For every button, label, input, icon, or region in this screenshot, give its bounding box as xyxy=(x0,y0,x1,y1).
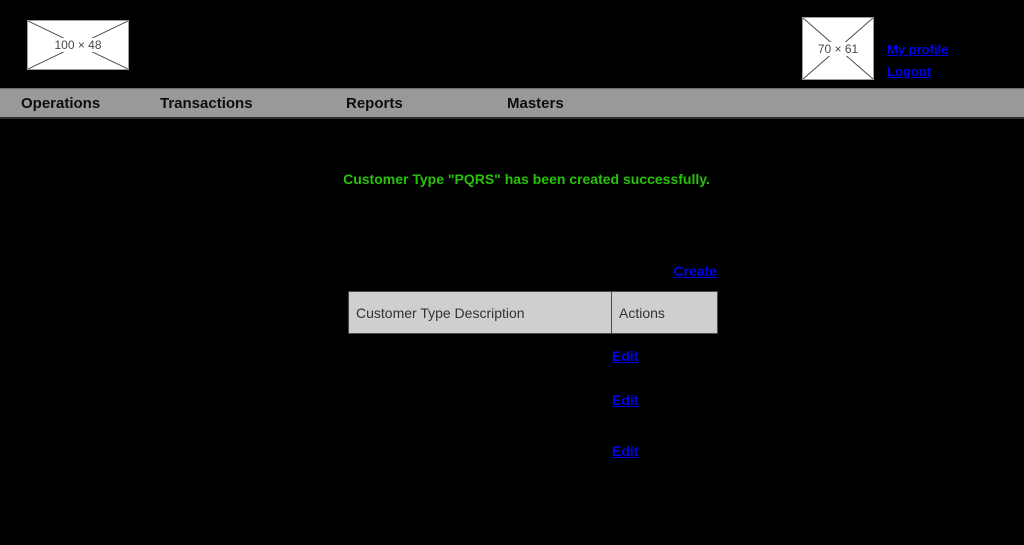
row-description xyxy=(348,421,612,482)
edit-link[interactable]: Edit xyxy=(612,391,639,408)
edit-link[interactable]: Edit xyxy=(612,347,639,364)
column-header-description: Customer Type Description xyxy=(348,291,612,334)
row-actions-cell: Edit xyxy=(611,333,718,380)
row-description xyxy=(348,333,612,380)
row-actions-cell: Edit xyxy=(611,379,718,422)
logo-image-placeholder: 100 × 48 xyxy=(27,20,129,70)
create-link[interactable]: Create xyxy=(673,263,717,279)
logo-placeholder-label: 100 × 48 xyxy=(52,38,104,52)
edit-link[interactable]: Edit xyxy=(612,442,639,459)
table-header-row: Customer Type Description Actions xyxy=(348,291,718,334)
my-profile-link[interactable]: My profile xyxy=(887,42,949,57)
customer-type-table: Customer Type Description Actions Edit E… xyxy=(348,291,718,482)
table-row: Edit xyxy=(348,421,718,482)
row-description xyxy=(348,379,612,422)
nav-item-transactions[interactable]: Transactions xyxy=(160,95,253,112)
nav-item-operations[interactable]: Operations xyxy=(21,95,101,112)
profile-placeholder-label: 70 × 61 xyxy=(815,41,861,56)
profile-image-placeholder: 70 × 61 xyxy=(802,17,874,80)
table-row: Edit xyxy=(348,379,718,422)
row-actions-cell: Edit xyxy=(611,421,718,482)
nav-item-reports[interactable]: Reports xyxy=(346,95,403,112)
main-nav: Operations Transactions Reports Masters xyxy=(0,88,1024,119)
create-link-container: Create xyxy=(348,263,717,281)
nav-item-masters[interactable]: Masters xyxy=(507,95,564,112)
profile-links: My profile Logout xyxy=(887,39,948,83)
logout-link[interactable]: Logout xyxy=(887,64,932,79)
table-row: Edit xyxy=(348,333,718,380)
flash-success-message: Customer Type "PQRS" has been created su… xyxy=(343,171,710,187)
column-header-actions: Actions xyxy=(611,291,718,334)
